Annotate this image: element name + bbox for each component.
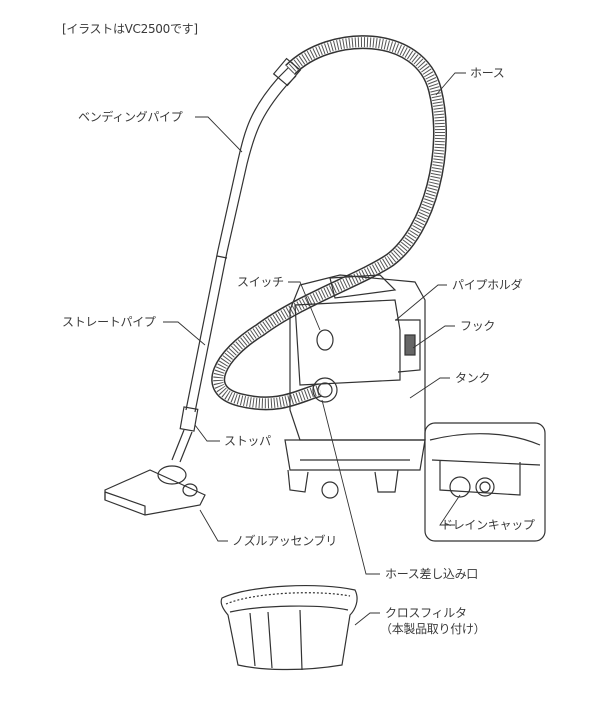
tank-drawing — [284, 274, 426, 499]
label-pipe-holder: パイプホルダ — [452, 278, 523, 292]
label-tank: タンク — [455, 371, 491, 385]
label-cloth-filter-note: （本製品取り付け） — [380, 622, 486, 636]
label-drain-cap: ドレインキャップ — [441, 518, 535, 532]
label-hose: ホース — [470, 66, 505, 80]
pipe-drawing — [171, 57, 302, 463]
label-nozzle-assembly: ノズルアッセンブリ — [232, 534, 337, 548]
label-switch: スイッチ — [237, 275, 284, 289]
label-stopper: ストッパ — [224, 434, 271, 448]
nozzle-drawing — [104, 465, 206, 516]
label-cloth-filter: クロスフィルタ — [385, 606, 467, 620]
leader-lines — [163, 72, 466, 626]
caption: [イラストはVC2500です] — [62, 22, 198, 36]
label-straight-pipe: ストレートパイプ — [62, 315, 156, 329]
label-bending-pipe: ベンディングパイプ — [78, 110, 183, 124]
filter-drawing — [220, 585, 358, 671]
inset-box — [424, 422, 546, 542]
label-hose-inlet: ホース差し込み口 — [385, 567, 479, 581]
hose-drawing — [211, 35, 447, 411]
label-hook: フック — [460, 319, 496, 333]
